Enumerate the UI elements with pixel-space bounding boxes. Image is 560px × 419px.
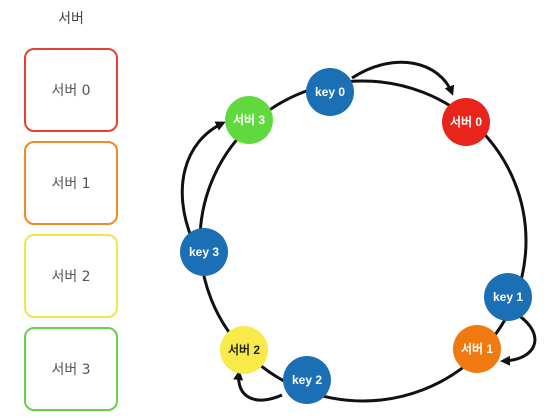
server-3-label: 서버 3 — [233, 112, 265, 127]
legend-server-3-box: 서버 3 — [24, 327, 118, 411]
arrow-key-3-to-server-3 — [180, 121, 226, 240]
legend-server-0-box: 서버 0 — [24, 48, 118, 132]
legend-title: 서버 — [58, 11, 84, 27]
key-3-label: key 3 — [189, 245, 219, 259]
key-2-node: key 2 — [283, 356, 331, 404]
key-2-label: key 2 — [292, 373, 322, 387]
arrow-key-0-to-server-0 — [351, 60, 455, 96]
server-1-label: 서버 1 — [461, 341, 493, 356]
key-0-node: key 0 — [306, 68, 354, 116]
legend-server-2-box: 서버 2 — [24, 234, 118, 318]
server-2-label: 서버 2 — [228, 342, 260, 357]
server-0-node: 서버 0 — [442, 98, 490, 146]
key-3-node: key 3 — [180, 228, 228, 276]
arrow-key-1-to-server-1 — [500, 313, 537, 366]
server-1-node: 서버 1 — [453, 325, 501, 373]
legend-server-1-box: 서버 1 — [24, 141, 118, 225]
key-1-label: key 1 — [493, 290, 523, 304]
arrow-key-2-to-server-2 — [233, 370, 283, 402]
server-2-node: 서버 2 — [220, 326, 268, 374]
server-3-node: 서버 3 — [225, 96, 273, 144]
server-0-label: 서버 0 — [450, 114, 482, 129]
key-1-node: key 1 — [484, 273, 532, 321]
key-0-label: key 0 — [315, 85, 345, 99]
